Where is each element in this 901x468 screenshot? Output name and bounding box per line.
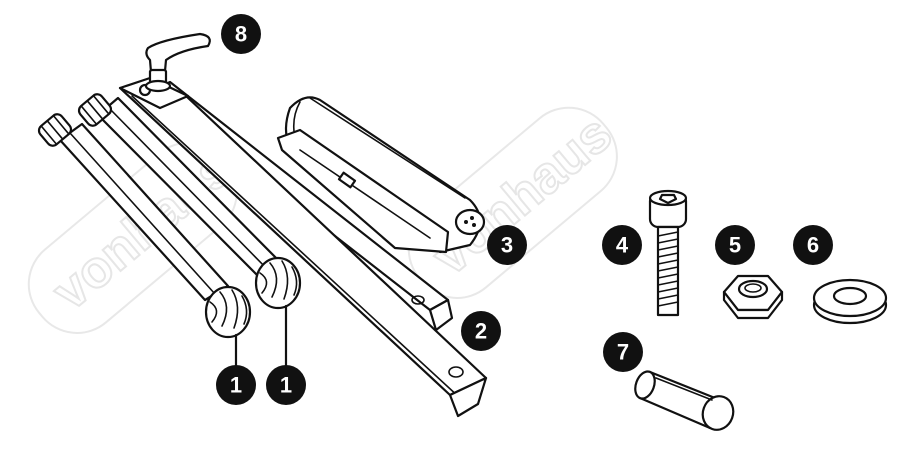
nut [722,274,784,320]
callout-3: 3 [487,225,527,265]
svg-text:4: 4 [616,233,629,258]
svg-text:8: 8 [235,22,247,47]
svg-text:3: 3 [501,233,513,258]
clamp-pad [276,96,486,254]
knob-rod-b [77,93,302,310]
washer [812,278,888,325]
callout-1-left: 1 [216,365,256,405]
svg-text:6: 6 [807,233,819,258]
callout-7: 7 [603,332,643,372]
svg-text:2: 2 [475,319,487,344]
callout-2: 2 [461,311,501,351]
callout-6: 6 [793,225,833,265]
callout-5: 5 [715,225,755,265]
bolt [648,189,688,317]
svg-text:1: 1 [230,373,242,398]
callout-4: 4 [602,225,642,265]
lever-handle [144,32,211,93]
svg-text:1: 1 [280,373,292,398]
callout-8: 8 [221,14,261,54]
svg-text:5: 5 [729,233,741,258]
callout-1-right: 1 [266,365,306,405]
svg-text:7: 7 [617,340,629,365]
knob-rod-a [37,113,252,339]
cap-sleeve [634,370,735,431]
mounting-channel [118,76,488,418]
